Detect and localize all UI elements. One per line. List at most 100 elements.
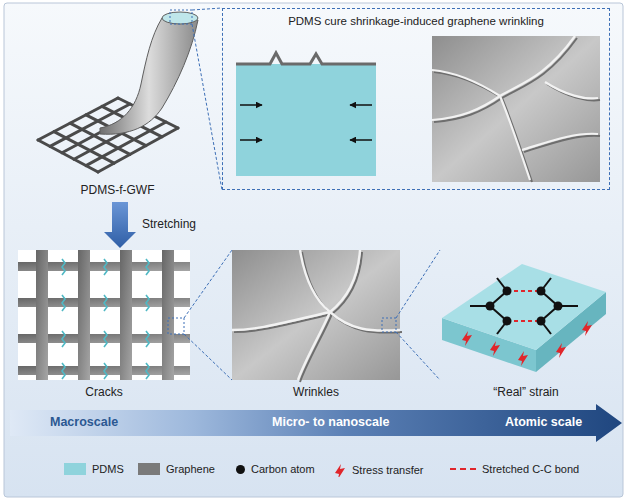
ridge-closeup-part-part bbox=[330, 250, 360, 312]
legend-entry: Carbon atom bbox=[236, 463, 315, 475]
tube-figure bbox=[100, 10, 198, 134]
zoom-line bbox=[396, 250, 440, 318]
legend-swatch bbox=[138, 463, 160, 475]
lattice-slab-part bbox=[486, 287, 563, 326]
band-label: Macroscale bbox=[50, 415, 118, 431]
grid-image-part bbox=[18, 250, 190, 380]
box-heading: PDMS cure shrinkage-induced graphene wri… bbox=[288, 14, 544, 28]
tube-figure-part bbox=[162, 12, 198, 24]
lattice-slab-part-part bbox=[537, 287, 546, 296]
legend-swatch bbox=[64, 463, 86, 475]
grid-image bbox=[18, 250, 190, 380]
lattice-slab-part bbox=[442, 264, 606, 350]
ridge-closeup-part-part bbox=[298, 312, 330, 380]
push-arrow bbox=[350, 104, 372, 106]
grid-image-part-part bbox=[162, 250, 174, 380]
grid-image-part-part bbox=[104, 363, 107, 379]
lattice-slab-part bbox=[470, 278, 578, 334]
legend-text: Stress transfer bbox=[352, 464, 424, 476]
legend-text: Graphene bbox=[166, 463, 215, 475]
grid-image-part-part bbox=[104, 259, 107, 275]
panel-caption: PDMS-f-GWF bbox=[81, 183, 155, 198]
lattice-slab-part-part bbox=[556, 343, 566, 358]
lattice-slab-part bbox=[507, 291, 541, 321]
atom-dot bbox=[236, 465, 245, 474]
grid-image-part-part bbox=[146, 363, 149, 379]
grid-image-part bbox=[62, 259, 149, 379]
grid-image-part-part bbox=[62, 363, 65, 379]
lattice-slab-part-part bbox=[503, 317, 512, 326]
legend-text: PDMS bbox=[92, 463, 124, 475]
grid-image-part-part bbox=[146, 259, 149, 275]
grid-image-part-part bbox=[104, 331, 107, 347]
grid-image-part-part bbox=[146, 295, 149, 311]
lattice-slab-part-part bbox=[462, 331, 472, 346]
lattice-panel: “Real” strain bbox=[440, 250, 612, 402]
tube-figure-part bbox=[100, 18, 198, 134]
lattice-slab-part-part bbox=[507, 290, 541, 292]
edge-caption: Stretching bbox=[142, 217, 196, 231]
lattice-slab bbox=[442, 264, 606, 372]
push-arrow bbox=[240, 104, 262, 106]
ridge-image-part bbox=[432, 36, 600, 182]
woven-mesh-part bbox=[54, 132, 114, 164]
ridge-closeup-part-part bbox=[232, 312, 330, 330]
legend-entry: Graphene bbox=[138, 463, 215, 475]
zoom-box: PDMS cure shrinkage-induced graphene wri… bbox=[222, 8, 610, 190]
ridge-closeup-part-part bbox=[302, 252, 402, 333]
ridge-closeup-part bbox=[232, 250, 400, 380]
legend-text: Carbon atom bbox=[251, 463, 315, 475]
grid-image-part-part bbox=[78, 250, 90, 380]
ridge-closeup-part bbox=[232, 250, 400, 380]
ridge-image-part-part bbox=[545, 82, 598, 98]
push-arrow bbox=[350, 139, 372, 141]
block-arrow bbox=[104, 202, 136, 248]
zoom-line bbox=[184, 250, 232, 318]
ridge-image-part-part bbox=[432, 70, 500, 96]
ridge-closeup-part bbox=[382, 318, 396, 332]
lattice-slab-part-part bbox=[490, 341, 500, 356]
grid-image-part-part bbox=[62, 331, 65, 347]
push-arrow bbox=[240, 139, 262, 141]
ridge-closeup bbox=[232, 250, 402, 382]
grid-image-part-part bbox=[62, 295, 65, 311]
grid-image-part-part bbox=[146, 331, 149, 347]
lattice-slab-part-part bbox=[554, 302, 563, 311]
woven-mesh-part bbox=[38, 140, 98, 172]
scale-band: Macroscale Micro- to nanoscale Atomic scal… bbox=[10, 404, 622, 442]
ridge-closeup-part-part bbox=[300, 314, 332, 382]
ridge-closeup-part-part bbox=[300, 250, 400, 331]
grid-image-part bbox=[18, 250, 190, 380]
zoom-line bbox=[192, 8, 222, 10]
band-label: Atomic scale bbox=[505, 415, 582, 431]
tube-figure-part bbox=[170, 10, 192, 24]
panel-caption: Cracks bbox=[85, 385, 122, 400]
ridge-image-part-part bbox=[500, 96, 530, 180]
zoom-line bbox=[396, 332, 440, 380]
ridge-image-part bbox=[434, 38, 600, 182]
band-label: Micro- to nanoscale bbox=[272, 415, 389, 431]
lattice-slab-part bbox=[462, 321, 592, 366]
grid-image-part bbox=[168, 318, 184, 334]
cure-figure bbox=[236, 53, 376, 176]
ridge-image-part-part bbox=[434, 72, 502, 98]
mesh-node: PDMS-f-GWF bbox=[20, 8, 215, 200]
lattice-slab-part-part bbox=[486, 302, 495, 311]
lattice-slab-part-part bbox=[507, 320, 541, 322]
background-panel bbox=[4, 3, 623, 497]
grid-image-part-part bbox=[36, 250, 48, 380]
lattice-slab-part-part bbox=[503, 287, 512, 296]
bolt-icon bbox=[334, 463, 346, 477]
ridge-image-part-part bbox=[522, 134, 598, 150]
zoom-line bbox=[192, 24, 222, 190]
cure-figure-part bbox=[236, 64, 376, 176]
lattice-slab-part-part bbox=[537, 317, 546, 326]
band-shape bbox=[10, 404, 622, 442]
panel-caption: Wrinkles bbox=[293, 385, 339, 400]
lattice-slab-part-part bbox=[518, 351, 528, 366]
sheet-line bbox=[236, 53, 376, 64]
bolt-shape bbox=[335, 464, 345, 477]
legend-entry: PDMS bbox=[64, 463, 124, 475]
grid-image-part-part bbox=[120, 250, 132, 380]
